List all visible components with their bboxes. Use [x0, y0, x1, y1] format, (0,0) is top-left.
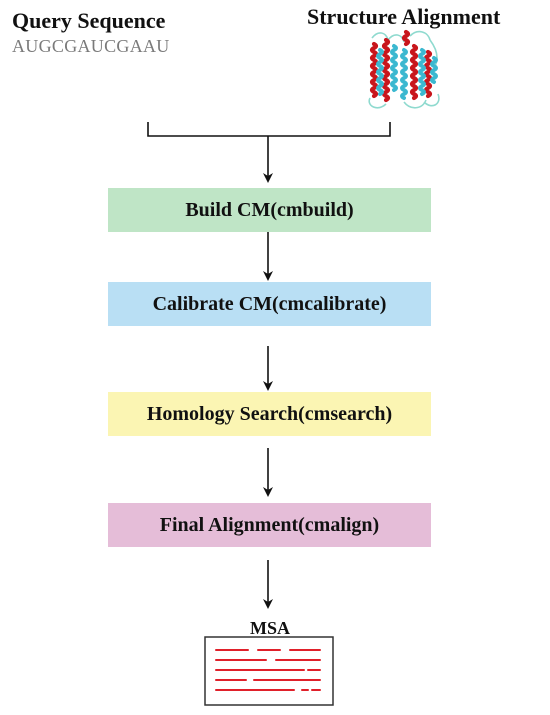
query-sequence-title: Query Sequence	[12, 8, 166, 33]
msa-lines	[215, 649, 321, 691]
step-calibrate-cm: Calibrate CM(cmcalibrate)	[108, 282, 431, 326]
step-build-cm: Build CM(cmbuild)	[108, 188, 431, 232]
step-homology-search: Homology Search(cmsearch)	[108, 392, 431, 436]
merge-bracket	[147, 122, 391, 137]
msa-document-icon	[204, 636, 334, 706]
protein-structure-icon	[368, 29, 440, 109]
msa-label: MSA	[250, 618, 290, 638]
structure-alignment-title: Structure Alignment	[307, 4, 501, 29]
query-sequence-value: AUGCGAUCGAAU	[12, 36, 170, 56]
step-final-alignment: Final Alignment(cmalign)	[108, 503, 431, 547]
